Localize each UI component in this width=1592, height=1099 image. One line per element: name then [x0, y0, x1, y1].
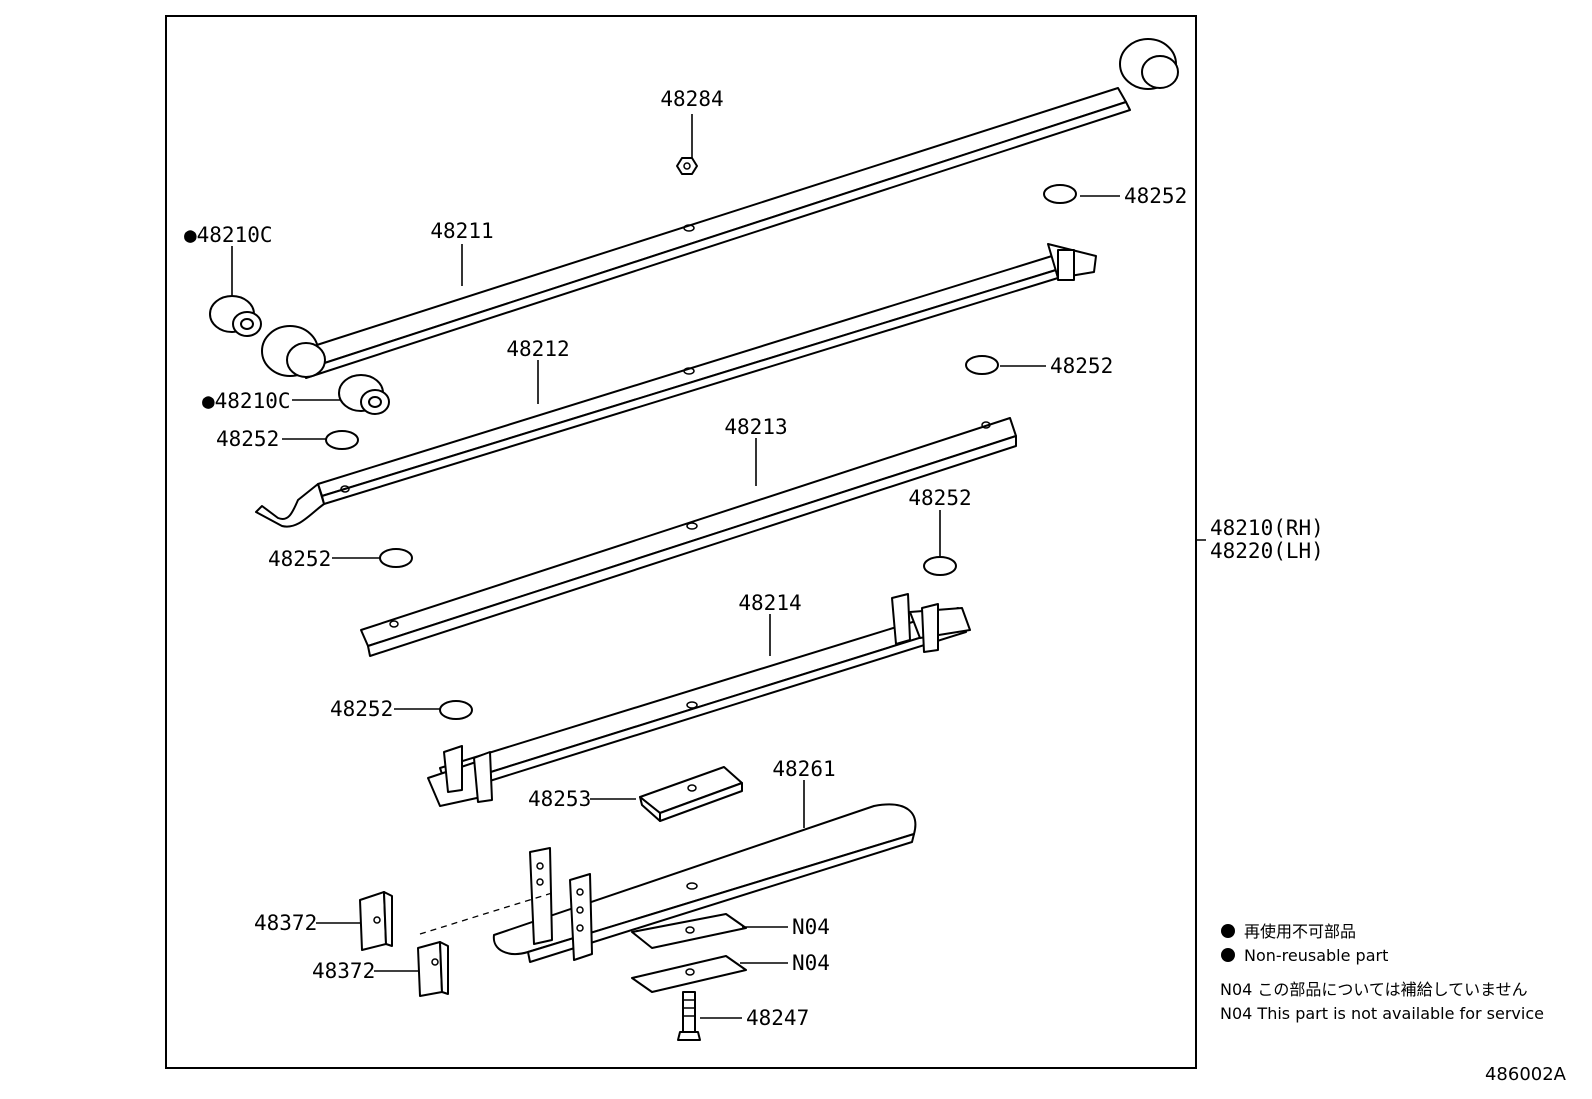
- assembly-guide-dashed: [419, 892, 553, 935]
- plate-n04-upper: [631, 913, 747, 949]
- silencer-48252-c: [325, 430, 359, 450]
- nut-48284: [676, 157, 698, 175]
- silencer-48252-a: [1043, 184, 1077, 204]
- callout-48372-a: 48372: [254, 911, 317, 935]
- legend: 再使用不可部品 Non-reusable part N04 この部品については補…: [1220, 922, 1544, 1023]
- bullet-icon: [1221, 948, 1235, 962]
- leaf-48214: [427, 593, 971, 807]
- callout-n04-b: N04: [792, 951, 830, 975]
- callout-48252-b: 48252: [1050, 354, 1113, 378]
- callout-48252-f: 48252: [330, 697, 393, 721]
- callout-48210c-top: ●48210C: [184, 223, 273, 247]
- legend-n04-en: N04 This part is not available for servi…: [1220, 1004, 1544, 1023]
- leaf-48261: [492, 803, 917, 963]
- callout-48252-d: 48252: [908, 486, 971, 510]
- bush-48210c-bottom: [338, 374, 390, 415]
- callout-48211: 48211: [430, 219, 493, 243]
- assembly-label-lh: 48220(LH): [1210, 539, 1324, 563]
- legend-n04-jp: N04 この部品については補給していません: [1220, 980, 1528, 999]
- silencer-48252-b: [965, 355, 999, 375]
- callout-48284: 48284: [660, 87, 723, 111]
- callout-48253: 48253: [528, 787, 591, 811]
- main-leaf-48211: [261, 38, 1179, 379]
- callout-48214: 48214: [738, 591, 801, 615]
- clip-48253: [639, 766, 743, 822]
- silencer-48252-d: [923, 556, 957, 576]
- silencer-48252-e: [379, 548, 413, 568]
- silencer-48252-f: [439, 700, 473, 720]
- leader-lines: [231, 114, 1120, 1019]
- callout-n04-a: N04: [792, 915, 830, 939]
- callout-48210c-bottom: ●48210C: [202, 389, 291, 413]
- leaf-48213: [360, 417, 1017, 657]
- bush-48210c-top: [209, 295, 262, 337]
- callout-48252-e: 48252: [268, 547, 331, 571]
- bolt-48247: [677, 991, 701, 1041]
- callout-48261: 48261: [772, 757, 835, 781]
- leaf-48212: [255, 243, 1097, 528]
- legend-nonreusable-en: Non-reusable part: [1244, 946, 1388, 965]
- legend-nonreusable-jp: 再使用不可部品: [1244, 922, 1356, 941]
- clip-48372-lower: [417, 941, 449, 997]
- callout-48213: 48213: [724, 415, 787, 439]
- clip-48372-upper: [359, 891, 393, 951]
- diagram-frame: [165, 15, 1197, 1069]
- callout-48212: 48212: [506, 337, 569, 361]
- callout-48252-a: 48252: [1124, 184, 1187, 208]
- plate-n04-lower: [631, 955, 747, 993]
- callout-48247: 48247: [746, 1006, 809, 1030]
- callout-48252-c: 48252: [216, 427, 279, 451]
- figure-code: 486002A: [1485, 1064, 1567, 1085]
- callout-48372-b: 48372: [312, 959, 375, 983]
- assembly-label-rh: 48210(RH): [1210, 516, 1324, 540]
- bullet-icon: [1221, 924, 1235, 938]
